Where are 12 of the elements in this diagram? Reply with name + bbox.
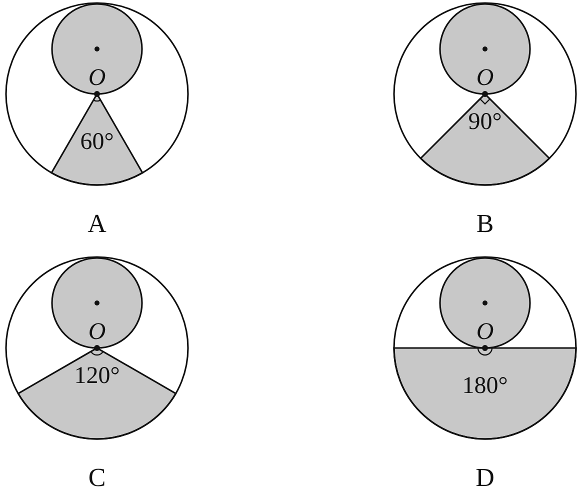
point-label: O (476, 320, 494, 344)
angle-label: 90° (468, 110, 502, 134)
option-letter: D (476, 465, 494, 491)
option-letter: B (476, 211, 494, 237)
option-letter: C (88, 465, 106, 491)
point-label: O (88, 320, 106, 344)
angle-label: 120° (74, 364, 120, 388)
option-letter: A (88, 211, 106, 237)
point-label: O (88, 66, 106, 90)
angle-label: 180° (462, 374, 508, 398)
angle-label: 60° (80, 130, 114, 154)
point-label: O (476, 66, 494, 90)
